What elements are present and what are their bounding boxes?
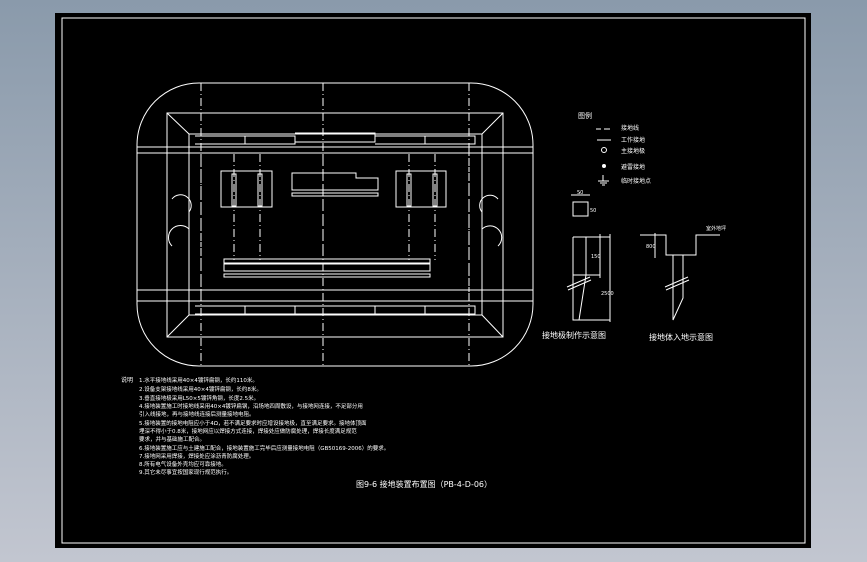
ground-grid <box>200 146 470 302</box>
drawing-title: 图9-6 接地装置布置图（PB-4-D-06） <box>356 479 492 489</box>
svg-text:要求，并与基础施工配合。: 要求，并与基础施工配合。 <box>139 435 205 443</box>
svg-text:接地线: 接地线 <box>621 124 639 132</box>
svg-text:埋深不得小于0.8米，接地网应以焊接方式连接，焊接处应做防腐: 埋深不得小于0.8米，接地网应以焊接方式连接，焊接处应做防腐处理，焊接长度满足规… <box>139 427 357 435</box>
svg-text:工作接地: 工作接地 <box>621 136 645 144</box>
drawing-sheet <box>55 13 811 548</box>
legend: 图例 接地线 工作接地 主接地极 避雷接地 临时接地点 <box>578 111 651 186</box>
svg-text:1.水平接地线采用40×4镀锌扁钢，长约110米。: 1.水平接地线采用40×4镀锌扁钢，长约110米。 <box>139 376 258 384</box>
grounding-plan <box>136 82 534 367</box>
dot-symbol <box>602 164 606 168</box>
svg-text:50: 50 <box>590 208 596 214</box>
switchgear <box>291 172 379 197</box>
svg-text:7.接地网采用焊接，焊接处应涂沥青防腐处理。: 7.接地网采用焊接，焊接处应涂沥青防腐处理。 <box>139 452 254 460</box>
svg-text:8.所有电气设备外壳均应可靠接地。: 8.所有电气设备外壳均应可靠接地。 <box>139 460 227 468</box>
transformer-left <box>220 170 273 208</box>
transformer-right <box>395 170 447 208</box>
detail-electrode: 50 50 150 2500 接地极制作示意图 <box>542 190 614 340</box>
detail-burial: 800 室外地坪 接地体入地示意图 <box>640 225 726 342</box>
svg-text:2500: 2500 <box>601 291 614 297</box>
detail-1-label: 接地极制作示意图 <box>542 330 606 340</box>
svg-text:5.接地装置的接地电阻应小于4Ω，若不满足要求时应增设接地极: 5.接地装置的接地电阻应小于4Ω，若不满足要求时应增设接地极，直至满足要求。接地… <box>139 419 367 427</box>
outer-ground-loop <box>136 82 534 367</box>
fence-inner <box>188 133 483 316</box>
svg-text:主接地极: 主接地极 <box>621 147 645 155</box>
ground-symbol <box>598 175 609 186</box>
svg-text:150: 150 <box>591 254 601 260</box>
svg-text:2.设备支架接地线采用40×4镀锌扁钢，长约8米。: 2.设备支架接地线采用40×4镀锌扁钢，长约8米。 <box>139 385 262 393</box>
detail-2-label: 接地体入地示意图 <box>649 332 713 342</box>
svg-text:临时接地点: 临时接地点 <box>621 177 651 185</box>
legend-heading: 图例 <box>578 111 592 120</box>
bus-bar <box>223 258 431 278</box>
svg-text:室外地坪: 室外地坪 <box>706 225 726 232</box>
svg-text:3.垂直接地极采用L50×5镀锌角钢，长度2.5米。: 3.垂直接地极采用L50×5镀锌角钢，长度2.5米。 <box>139 394 259 402</box>
svg-text:避雷接地: 避雷接地 <box>621 163 645 171</box>
svg-text:800: 800 <box>646 244 656 250</box>
notes: 说明 1.水平接地线采用40×4镀锌扁钢，长约110米。 2.设备支架接地线采用… <box>121 376 389 476</box>
svg-text:50: 50 <box>577 190 583 196</box>
notes-heading: 说明 <box>121 376 133 384</box>
ground-electrode-symbol <box>601 147 607 153</box>
drawing-frame <box>61 17 806 544</box>
svg-text:6.接地装置施工应与土建施工配合，接地装置施工完毕后应测量接: 6.接地装置施工应与土建施工配合，接地装置施工完毕后应测量接地电阻（GB5016… <box>139 444 389 452</box>
fence-outer <box>166 112 504 338</box>
svg-text:4.接地装置施工时接地线采用40×4镀锌扁钢，沿场地四周敷设: 4.接地装置施工时接地线采用40×4镀锌扁钢，沿场地四周敷设，与接地网连接，不足… <box>139 402 363 410</box>
svg-text:9.其它未尽事宜按国家现行规范执行。: 9.其它未尽事宜按国家现行规范执行。 <box>139 468 232 476</box>
svg-text:引入线接地，再与接地线连接后测量接地电阻。: 引入线接地，再与接地线连接后测量接地电阻。 <box>139 410 255 418</box>
